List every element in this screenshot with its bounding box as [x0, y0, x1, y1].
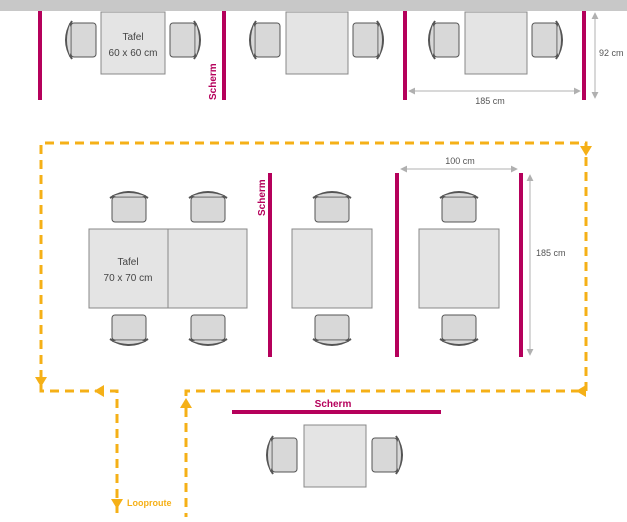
screen-middle-1 [268, 173, 272, 357]
chair-icon [188, 314, 228, 346]
screen-middle-3 [519, 173, 523, 357]
route-label: Looproute [127, 498, 172, 508]
chair-icon [371, 435, 403, 475]
table-middle-2 [291, 228, 373, 309]
screen-middle-2 [395, 173, 399, 357]
screen-top-3 [403, 11, 407, 100]
table-small-name: Tafel [122, 32, 143, 43]
chair-icon [312, 191, 352, 223]
table-small-size: 60 x 60 cm [109, 48, 158, 59]
chair-icon [188, 191, 228, 223]
chair-icon [249, 20, 281, 60]
scherm-label-bottom: Scherm [315, 399, 352, 410]
screen-top-1 [38, 11, 42, 100]
screen-top-4 [582, 11, 586, 100]
arrow-left-icon [576, 385, 586, 397]
arrow-down-icon [111, 499, 123, 509]
dim-top-width-label: 185 cm [475, 96, 505, 106]
screen-bottom [232, 410, 441, 414]
table-large-right [167, 228, 248, 309]
screen-top-2 [222, 11, 226, 100]
table-bottom [303, 424, 367, 488]
chair-icon [428, 20, 460, 60]
chair-icon [65, 20, 97, 60]
arrow-down-icon [35, 377, 47, 387]
table-top-1 [100, 11, 166, 75]
table-large-name: Tafel [117, 257, 138, 268]
table-top-2 [285, 11, 349, 75]
table-large-left [88, 228, 169, 309]
chair-icon [109, 314, 149, 346]
scherm-label-middle: Scherm [257, 179, 268, 216]
arrow-down-icon [580, 146, 592, 156]
chair-icon [312, 314, 352, 346]
table-top-3 [464, 11, 528, 75]
arrow-left-icon [94, 385, 104, 397]
table-middle-3 [418, 228, 500, 309]
top-wall [0, 0, 627, 11]
chair-icon [531, 20, 563, 60]
chair-icon [109, 191, 149, 223]
chair-icon [169, 20, 201, 60]
dim-middle-height-label: 185 cm [536, 248, 566, 258]
scherm-label-top: Scherm [208, 63, 219, 100]
arrow-up-icon [180, 398, 192, 408]
chair-icon [439, 191, 479, 223]
dim-top-depth-label: 92 cm [599, 48, 624, 58]
chair-icon [352, 20, 384, 60]
chair-icon [439, 314, 479, 346]
table-large-size: 70 x 70 cm [104, 273, 153, 284]
dim-middle-gap-label: 100 cm [445, 156, 475, 166]
chair-icon [266, 435, 298, 475]
